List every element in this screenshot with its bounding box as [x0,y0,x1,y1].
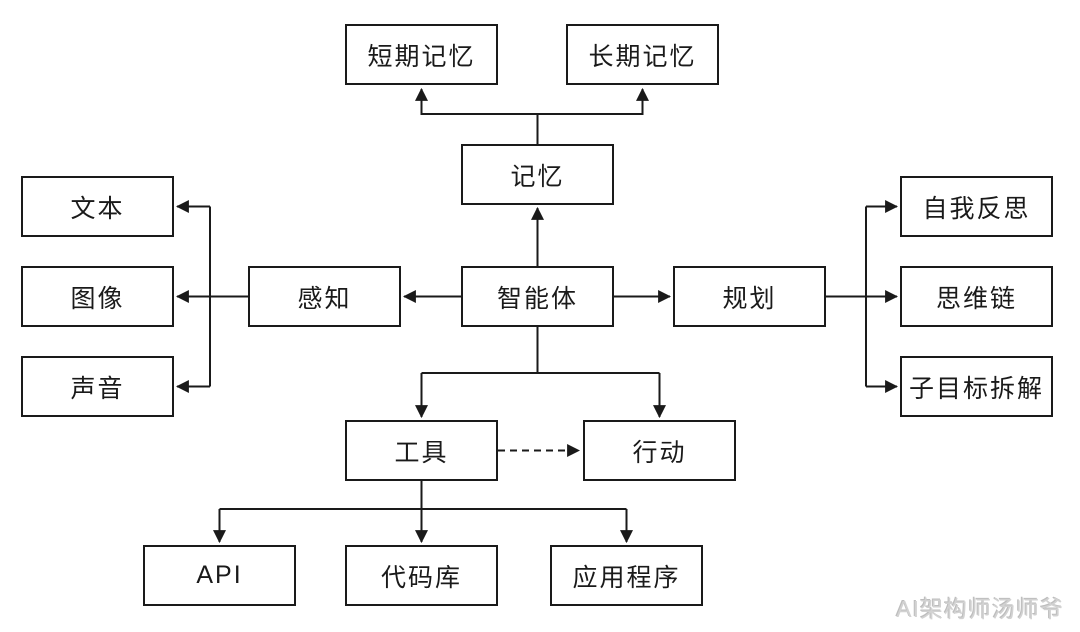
node-memory: 记忆 [461,144,614,205]
node-api: API [143,545,296,606]
node-chain-of-thought: 思维链 [900,266,1053,327]
node-planning: 规划 [673,266,826,327]
connector-agent-down-branch [421,327,660,374]
watermark-text: AI架构师汤师爷 [896,596,1064,622]
node-action: 行动 [583,420,736,481]
node-agent: 智能体 [461,266,614,327]
node-applications: 应用程序 [550,545,703,606]
node-sound: 声音 [21,356,174,417]
node-tools: 工具 [345,420,498,481]
node-long-term-memory: 长期记忆 [566,24,719,85]
node-text: 文本 [21,176,174,237]
connector-memory-split [421,113,643,144]
node-short-term-memory: 短期记忆 [345,24,498,85]
node-self-reflection: 自我反思 [900,176,1053,237]
node-image: 图像 [21,266,174,327]
node-perception: 感知 [248,266,401,327]
connector-planning-branch [826,206,867,387]
connector-tools-down-branch [219,481,627,510]
node-codebase: 代码库 [345,545,498,606]
node-subgoal-decomposition: 子目标拆解 [900,356,1053,417]
